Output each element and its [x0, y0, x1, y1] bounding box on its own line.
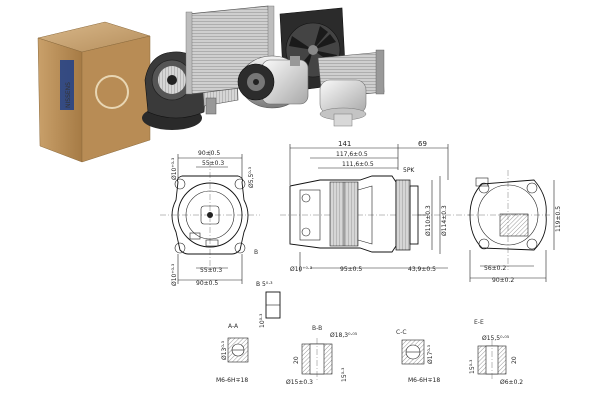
section-ee-dim-top: Ø15,5⁰·⁰⁵ — [482, 335, 510, 342]
label-5pk: 5PK — [403, 167, 415, 174]
dim-side-d114: Ø114±0.3 — [441, 205, 448, 236]
dim-side-d110: Ø110±0.3 — [425, 205, 432, 236]
section-cc-dim-m6: M6-6H∓18 — [408, 377, 440, 384]
dim-rear-56: 56±0.2 — [484, 265, 506, 272]
section-cc-title: C-C — [396, 329, 407, 336]
section-aa-dim-m6: M6-6H∓18 — [216, 377, 248, 384]
section-bb-dim-15: 15⁰·³ — [341, 367, 348, 382]
section-ee-dim-bot: Ø6±0.2 — [500, 379, 523, 386]
section-e-e: E-E Ø15,5⁰·⁰⁵ 15⁰·³ 20 Ø6±0.2 — [469, 319, 523, 386]
dim-front-55-top: 55±0.3 — [202, 160, 224, 167]
section-b-b: B-B Ø18,3⁰·⁰⁵ 20 15⁰·³ Ø15±0.3 — [286, 325, 358, 386]
dim-front-90-bot: 90±0.5 — [196, 280, 218, 287]
front-view: 90±0.5 55±0.3 Ø10⁺⁰·³ Ø5,5⁰·³ 55±0.3 90±… — [160, 150, 260, 287]
section-a-a: A-A Ø13⁰·³ M6-6H∓18 — [216, 323, 248, 384]
section-ee-title: E-E — [474, 319, 484, 326]
dim-side-111: 111,6±0.5 — [342, 161, 374, 168]
section-cc-dim-d: Ø17⁰·³ — [427, 344, 434, 364]
section-aa-title: A-A — [228, 323, 239, 330]
section-bb-dim-20: 20 — [293, 356, 300, 364]
section-bb-dim-bot: Ø15±0.3 — [286, 379, 313, 386]
dim-side-95: 95±0.5 — [340, 266, 362, 273]
detail-b-dim-10: 10⁰·³ — [259, 313, 266, 328]
dim-front-d10-bot: Ø10⁺⁰·³ — [171, 263, 178, 286]
section-c-c: C-C Ø17⁰·³ M6-6H∓18 — [396, 329, 440, 384]
dim-front-90-top: 90±0.5 — [198, 150, 220, 157]
dim-front-d5: Ø5,5⁰·³ — [248, 166, 255, 188]
section-ee-dim-20: 20 — [511, 356, 518, 364]
section-ee-dim-15: 15⁰·³ — [469, 359, 476, 374]
dim-side-117: 117,6±0.5 — [336, 151, 368, 158]
dim-front-55-bot: 55±0.3 — [200, 267, 222, 274]
rear-view: 119±0.5 56±0.2 90±0.2 — [468, 170, 562, 284]
dim-side-43: 43,9±0.5 — [408, 266, 436, 273]
box-brand-text: NISSENS — [65, 82, 72, 108]
detail-b: B 5⁰·³ 10⁰·³ — [256, 281, 281, 328]
dim-rear-90: 90±0.2 — [492, 277, 514, 284]
dim-side-69: 69 — [418, 140, 427, 148]
dim-side-d10: Ø10⁺⁰·³ — [290, 266, 313, 273]
dim-front-d10-top: Ø10⁺⁰·³ — [171, 157, 178, 180]
detail-b-title: B 5⁰·³ — [256, 281, 273, 288]
side-view: 141 69 117,6±0.5 111,6±0.5 5PK Ø110±0.3 … — [280, 140, 470, 273]
section-aa-dim-d: Ø13⁰·³ — [221, 340, 228, 360]
section-bb-dim-top: Ø18,3⁰·⁰⁵ — [330, 332, 358, 339]
ac-compressor-image — [237, 55, 309, 109]
section-bb-title: B-B — [312, 325, 322, 332]
dim-rear-119: 119±0.5 — [555, 206, 562, 232]
receiver-drier-image — [319, 79, 367, 127]
dim-side-141: 141 — [338, 140, 351, 148]
product-box-image: NISSENS — [37, 21, 151, 163]
front-section-b-label: B — [254, 249, 258, 256]
